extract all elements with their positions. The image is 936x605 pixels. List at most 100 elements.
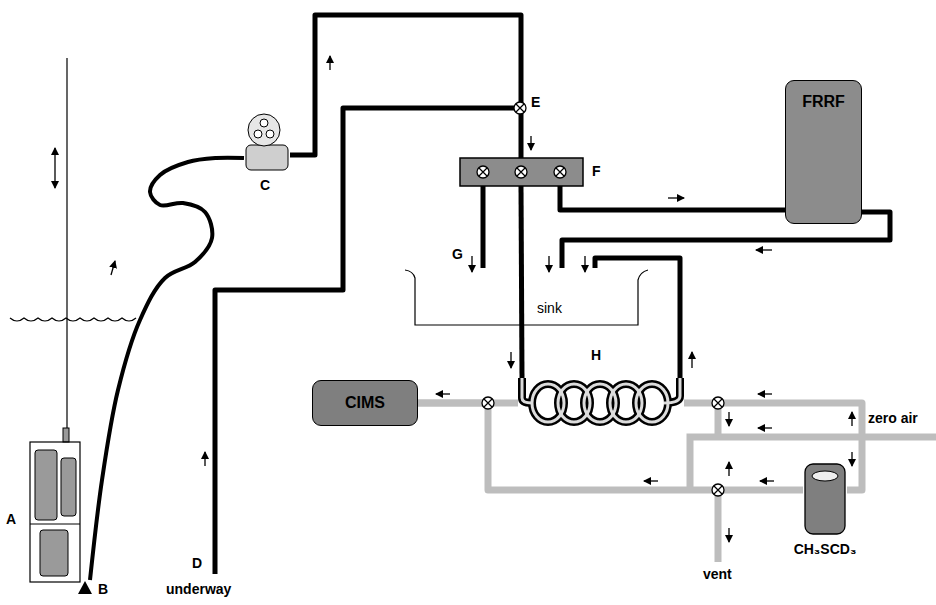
valve-symbol [712,484,724,496]
gas-cylinder-outline [812,471,838,481]
gas-line [684,403,862,490]
gas-cylinder: CH₃SCD₃ [803,462,847,536]
valve-manifold-outline [554,166,566,178]
valve-symbol [514,102,526,114]
instrument-package-outline [22,428,90,594]
sink-outline [405,268,648,328]
valve-symbol [714,399,722,407]
instrument-box: CIMS [312,380,418,426]
valve-manifold-outline [556,168,564,176]
winch-wire [66,58,67,434]
valve-symbol [514,102,526,114]
pump-outline [244,112,290,172]
coil-outline [522,378,680,422]
water-pipe [521,186,522,378]
pump-outline [266,130,274,138]
pump-outline [260,119,268,127]
water-pipe [481,186,486,268]
instrument-package-outline [63,428,69,442]
valve-manifold: F [460,158,583,186]
valve-symbol [484,399,492,407]
callout-letter: F [592,164,601,179]
flow-arrow [758,393,772,394]
flow-arrow [54,148,55,168]
valve-symbol [714,486,722,494]
valve-manifold-outline [515,166,527,178]
coil-outline [636,384,668,422]
flow-arrow [668,197,684,198]
flow-arrow [728,528,729,542]
flow-arrow [471,256,472,272]
valve-symbol [482,397,494,409]
flow-arrow [728,412,729,426]
sea-surface [10,318,136,321]
flow-arrow [530,136,531,150]
coil-outline [664,378,680,403]
winch-wire [67,58,68,434]
water-pipe [560,186,785,210]
coil: H [518,378,684,428]
callout-letter: A [6,512,16,527]
flow-arrow [728,462,729,476]
gas-cylinder-outline [805,464,845,534]
flow-arrow [54,168,55,188]
callout-letter: C [260,178,270,193]
pipe-label: underway [166,582,231,597]
flow-arrow [691,352,692,368]
valve-manifold-outline [460,158,583,186]
flow-arrow [584,256,585,272]
instrument-package-outline [30,524,80,525]
callout-letter: CH₃SCD₃ [794,542,857,557]
callout-letter: D [192,556,202,571]
callout-letter: E [531,95,540,110]
box-label: FRRF [802,93,845,111]
gas-cylinder-outline [803,462,847,536]
instrument-package-outline [61,458,76,516]
box-label: CIMS [345,394,385,412]
flow-arrow [436,393,450,394]
flow-arrow [111,261,115,275]
sink-outline [405,270,648,325]
callout-letter: sink [537,301,562,316]
valve-manifold-outline [477,166,489,178]
callout-letter: H [591,348,601,363]
callout-letter: G [452,247,463,262]
flow-arrow [756,249,772,250]
flow-arrow [644,480,658,481]
flow-arrow [851,412,852,426]
gas-line [715,490,722,562]
instrument-package: A [22,428,90,594]
sea-surface [10,318,136,321]
sink: sink [405,268,648,328]
pump-outline [248,114,280,146]
coil-outline [522,378,532,403]
instrument-package-outline [78,581,92,594]
pump-outline [254,130,262,138]
flow-arrow [851,452,852,466]
water-pipe [290,15,521,158]
valve-symbol [712,397,724,409]
pipe-label: zero air [868,411,918,426]
flow-arrow [760,480,774,481]
valve-manifold-outline [477,166,489,178]
instrument-package-outline [30,442,80,582]
pump: C [244,112,290,172]
pipe-label: vent [703,567,732,582]
valve-manifold-outline [517,168,525,176]
instrument-package-outline [40,530,68,576]
valve-manifold-outline [479,168,487,176]
flow-arrow [204,452,205,466]
flow-arrow [758,427,772,428]
valve-manifold-outline [554,166,566,178]
flow-arrow [55,56,852,542]
valve-symbol [712,484,724,496]
valve-manifold-outline [460,158,583,186]
valve-symbol [712,397,724,409]
flow-arrow [510,352,511,368]
water-pipe [90,158,244,580]
valve-manifold-outline [515,166,527,178]
callout-letter: B [98,582,108,597]
valve-symbol [516,104,524,112]
pump-outline [246,145,288,170]
flow-arrow [329,56,330,70]
